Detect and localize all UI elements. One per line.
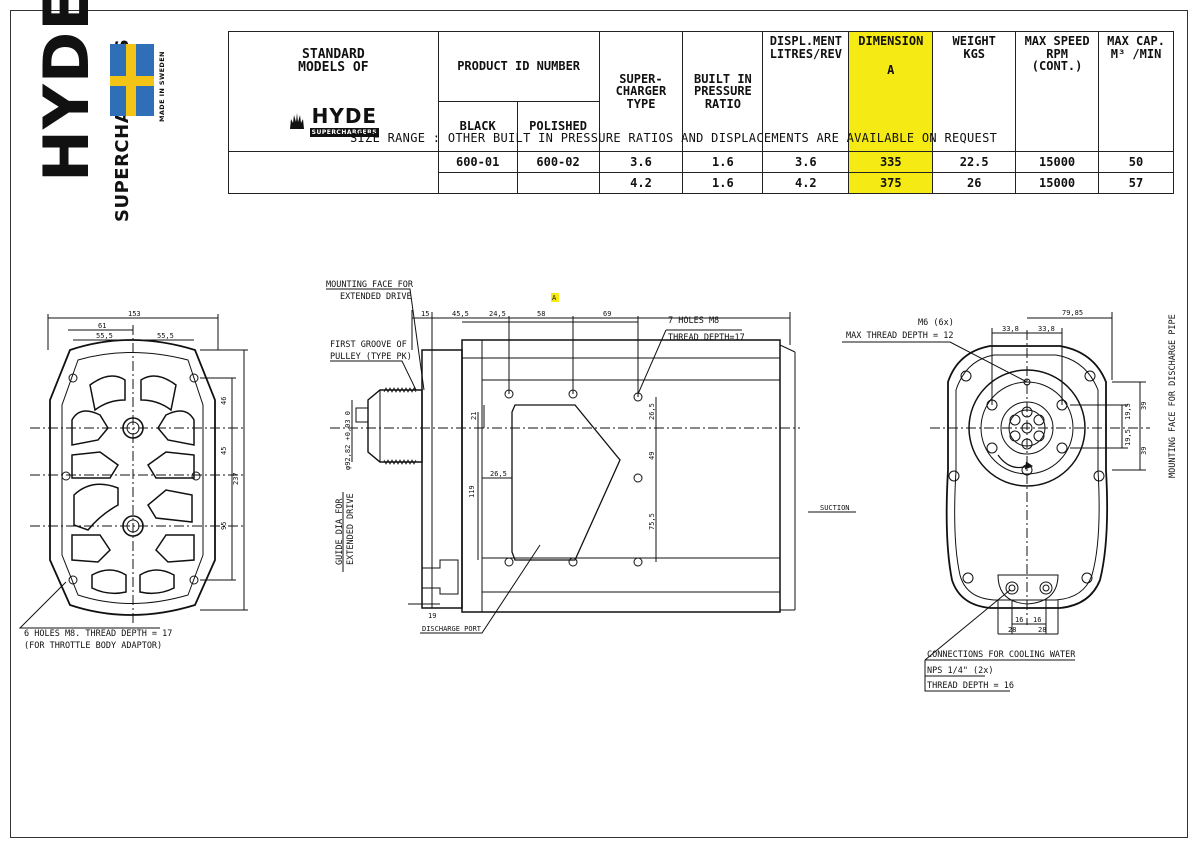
water-label: CONNECTIONS FOR COOLING WATER	[927, 650, 1076, 660]
type-header: SUPER- CHARGER TYPE	[598, 31, 684, 152]
dim-555a: 55,5	[96, 332, 113, 340]
cell-weight: 26	[932, 171, 1017, 194]
dim-49: 49	[648, 452, 656, 460]
mount-pipe-label: MOUNTING FACE FOR DISCHARGE PIPE	[1168, 314, 1178, 478]
hyde-logo: HYDE SUPERCHARGERS	[288, 91, 380, 151]
dimension-a-label: A	[887, 62, 895, 77]
max-cap-header: MAX CAP. M³ /MIN	[1098, 31, 1174, 152]
spec-table: STANDARD MODELS OF HYDE SUPERCHARGERS PR…	[228, 31, 1174, 194]
end-view	[842, 312, 1150, 692]
drawing-sheet-border	[10, 10, 1188, 838]
standard-models-label: STANDARD MODELS OF	[298, 46, 369, 76]
dim-265b: 26,5	[490, 470, 507, 478]
dim-58: 58	[537, 310, 545, 318]
groove-label-2: PULLEY (TYPE PK)	[330, 352, 412, 362]
guide-dia-label: GUIDE DIA FOR	[335, 498, 345, 565]
flame-icon	[289, 112, 304, 129]
holes-note: 6 HOLES M8. THREAD DEPTH = 17	[24, 629, 172, 639]
dim-153: 153	[128, 310, 141, 318]
table-row: 4.2 1.6 4.2 375 26 15000 57	[229, 171, 1174, 194]
dim-45: 45	[220, 447, 228, 455]
standard-models-cell: STANDARD MODELS OF HYDE SUPERCHARGERS	[228, 31, 439, 152]
dimension-a-marker	[551, 293, 559, 302]
dim-39a: 39	[1140, 402, 1148, 410]
displacement-header: DISPL.MENT LITRES/REV	[762, 31, 850, 152]
dim-119: 119	[468, 485, 476, 498]
cell-dim: 375	[848, 171, 934, 194]
cell-displ: 4.2	[762, 171, 850, 194]
product-id-header: PRODUCT ID NUMBER	[437, 31, 600, 102]
size-range-note: SIZE RANGE : OTHER BUILT IN PRESSURE RAT…	[350, 131, 998, 145]
groove-label: FIRST GROOVE OF	[330, 340, 407, 350]
logo-sub: SUPERCHARGERS	[309, 128, 380, 138]
holes-m8-depth: THREAD DEPTH=17	[668, 333, 745, 343]
dim-195b: 19,5	[1124, 429, 1132, 446]
dim-28b: 28	[1038, 626, 1046, 634]
dim-338a: 33,8	[1002, 325, 1019, 333]
dimension-header: DIMENSION A	[848, 31, 934, 152]
dim-69: 69	[603, 310, 611, 318]
cell-type: 4.2	[598, 171, 684, 194]
suction-label: SUCTION	[820, 504, 850, 512]
discharge-label: DISCHARGE PORT	[422, 625, 482, 633]
mount-face-label: MOUNTING FACE FOR	[326, 280, 414, 290]
dim-455: 45,5	[452, 310, 469, 318]
empty-cell	[516, 171, 600, 194]
dim-237: 237	[232, 472, 240, 485]
max-speed-header: MAX SPEED RPM (CONT.)	[1015, 31, 1100, 152]
dim-61: 61	[98, 322, 106, 330]
dim-19: 19	[428, 612, 436, 620]
cell-rpm: 15000	[1015, 171, 1100, 194]
front-view	[18, 314, 248, 629]
m6-label: M6 (6x)	[918, 318, 954, 328]
dim-95: 95	[220, 522, 228, 530]
table-row: 600-01 600-02 3.6 1.6 3.6 335 22.5 15000…	[228, 150, 1174, 194]
shaft-dia: φ92,82 +0,03 0	[344, 411, 352, 470]
dim-16a: 16	[1015, 616, 1023, 624]
dim-245: 24,5	[489, 310, 506, 318]
pressure-header: BUILT IN PRESSURE RATIO	[682, 31, 764, 152]
logo-spacer	[228, 151, 439, 194]
dim-a-label: A	[552, 294, 557, 302]
holes-m8-label: 7 HOLES M8	[668, 316, 719, 326]
dim-46: 46	[220, 397, 228, 405]
dim-555b: 55,5	[157, 332, 174, 340]
dim-21: 21	[470, 412, 478, 420]
dim-39b: 39	[1140, 447, 1148, 455]
dim-755: 75,5	[648, 513, 656, 530]
logo-name: HYDE	[311, 104, 378, 129]
polished-header: POLISHED	[516, 100, 600, 152]
mount-face-label-2: EXTENDED DRIVE	[340, 292, 412, 302]
weight-header: WEIGHT KGS	[932, 31, 1017, 152]
dim-195a: 19,5	[1124, 403, 1132, 420]
dim-338b: 33,8	[1038, 325, 1055, 333]
dim-15: 15	[421, 310, 429, 318]
water-nps: NPS 1/4" (2x)	[927, 666, 994, 676]
water-depth: THREAD DEPTH = 16	[927, 681, 1014, 691]
guide-dia-label-2: EXTENDED DRIVE	[346, 493, 356, 565]
cell-cap: 57	[1098, 171, 1174, 194]
dim-7985: 79,85	[1062, 309, 1083, 317]
dim-28a: 28	[1008, 626, 1016, 634]
dim-265a: 26,5	[648, 403, 656, 420]
side-view	[326, 288, 856, 634]
m6-depth-visible: MAX THREAD DEPTH = 12	[846, 331, 953, 341]
black-header: BLACK	[437, 100, 518, 152]
dimension-label: DIMENSION	[858, 34, 924, 48]
swedish-flag-icon	[110, 44, 154, 116]
holes-note-sub: (FOR THROTTLE BODY ADAPTOR)	[24, 641, 162, 651]
cell-ratio: 1.6	[682, 171, 764, 194]
dim-16b: 16	[1033, 616, 1041, 624]
